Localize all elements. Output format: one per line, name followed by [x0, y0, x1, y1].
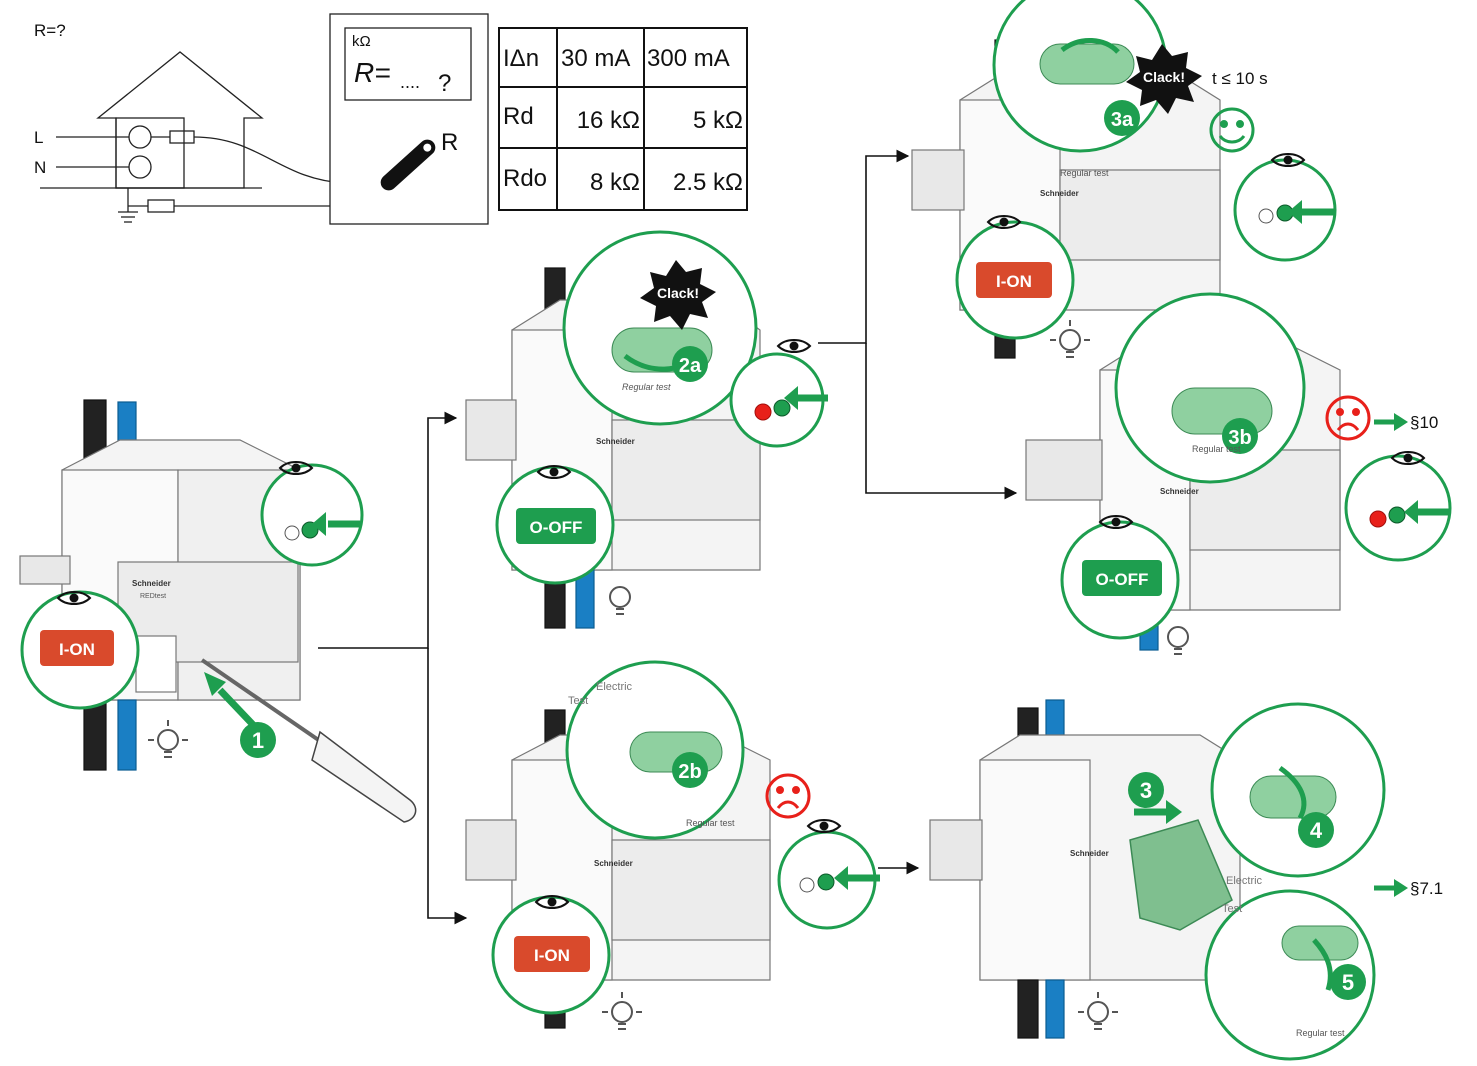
reference-section-10: §10 [1410, 413, 1438, 432]
test-cover-zoom [1171, 387, 1273, 435]
brand-label: Schneider [1160, 487, 1199, 496]
zoom-circle-led-step1 [260, 463, 364, 567]
ion-badge-label: I-ON [996, 272, 1032, 291]
neutral-label: N [34, 158, 46, 177]
house-wiring [40, 51, 353, 223]
probe-label: R [441, 129, 458, 156]
light-bulb-off-icon [1167, 626, 1189, 655]
light-bulb-on-icon [148, 720, 188, 758]
brand-label: Schneider [594, 859, 633, 868]
meter-unit: kΩ [352, 33, 371, 50]
happy-face-icon [1209, 107, 1255, 153]
table-header-idn: IΔn [503, 45, 539, 72]
light-bulb-on-icon [1078, 992, 1118, 1030]
flow-connectors [318, 149, 1018, 925]
step-number: 3b [1228, 427, 1251, 449]
table-header-30: 30 mA [561, 45, 630, 72]
table-cell: 5 kΩ [693, 107, 743, 134]
step-number: 2a [679, 355, 702, 377]
step-number: 4 [1310, 818, 1323, 843]
ooff-badge-step2a [516, 508, 596, 544]
ooff-badge-step3b [1082, 560, 1162, 596]
light-bulb-on-icon [1050, 320, 1090, 358]
test-label: Test [568, 695, 588, 707]
electric-label: Electric [1226, 875, 1263, 887]
time-limit-label: t ≤ 10 s [1212, 69, 1268, 88]
brand-label: Schneider [596, 437, 635, 446]
ion-badge-step1 [40, 630, 114, 666]
sensitivity-table [498, 27, 748, 211]
regular-test-label: Regular test [1296, 1028, 1345, 1038]
clack-burst-icon [1126, 44, 1202, 114]
table-row-label: Rd [503, 103, 534, 130]
regular-test-label: Regular test [1060, 168, 1109, 178]
test-label: Test [1222, 903, 1242, 915]
table-header-300: 300 mA [647, 45, 730, 72]
probe-icon [380, 139, 436, 191]
line-label: L [34, 128, 43, 147]
step-number: 3 [1140, 778, 1152, 803]
sad-face-icon [765, 773, 811, 819]
test-cover-open [1129, 819, 1233, 931]
screwdriver-icon [200, 658, 417, 823]
rcd-device-step1 [19, 358, 301, 771]
light-bulb-off-icon [609, 586, 631, 615]
electric-label: Electric [596, 681, 633, 693]
ion-badge-step2b [514, 936, 590, 972]
table-cell: 2.5 kΩ [673, 169, 743, 196]
table-row-label: Rdo [503, 165, 547, 192]
step-number: 3a [1111, 109, 1134, 131]
table-cell: 8 kΩ [590, 169, 640, 196]
step-number: 2b [678, 761, 701, 783]
ohmmeter [329, 13, 489, 225]
question-label: R=? [34, 21, 66, 40]
clack-label: Clack! [1143, 69, 1185, 85]
led-indicators [284, 204, 1406, 893]
rcd-device-step345 [929, 699, 1241, 1039]
brand-label: Schneider [132, 579, 171, 588]
ooff-badge-label: O-OFF [530, 518, 583, 537]
ion-badge-label: I-ON [59, 640, 95, 659]
brand-label: Schneider [1040, 189, 1079, 198]
table-cell: 16 kΩ [577, 107, 640, 134]
brand-label: Schneider [1070, 849, 1109, 858]
ooff-badge-label: O-OFF [1096, 570, 1149, 589]
eye-icon [56, 153, 1426, 909]
step-number: 1 [252, 728, 264, 753]
regular-test-label: Regular test [686, 818, 735, 828]
step-badges [240, 100, 1366, 1000]
regular-test-label: Regular test [1192, 444, 1241, 454]
clack-label: Clack! [657, 285, 699, 301]
meter-display: R= [354, 57, 391, 88]
model-label: REDtest [140, 593, 166, 600]
reference-section-7-1: §7.1 [1410, 879, 1443, 898]
light-bulb-on-icon [602, 992, 642, 1030]
ion-badge-step3a [976, 262, 1052, 298]
clack-burst-icon [640, 260, 716, 330]
ion-badge-label: I-ON [534, 946, 570, 965]
regular-test-label: Regular test [622, 382, 671, 392]
test-cover-zoom [1281, 925, 1359, 961]
sad-face-icon [1325, 395, 1371, 441]
step-number: 5 [1342, 970, 1354, 995]
meter-display-dots: .... [400, 72, 420, 92]
meter-display-question: ? [438, 70, 451, 97]
test-cover-zoom [1039, 43, 1135, 85]
